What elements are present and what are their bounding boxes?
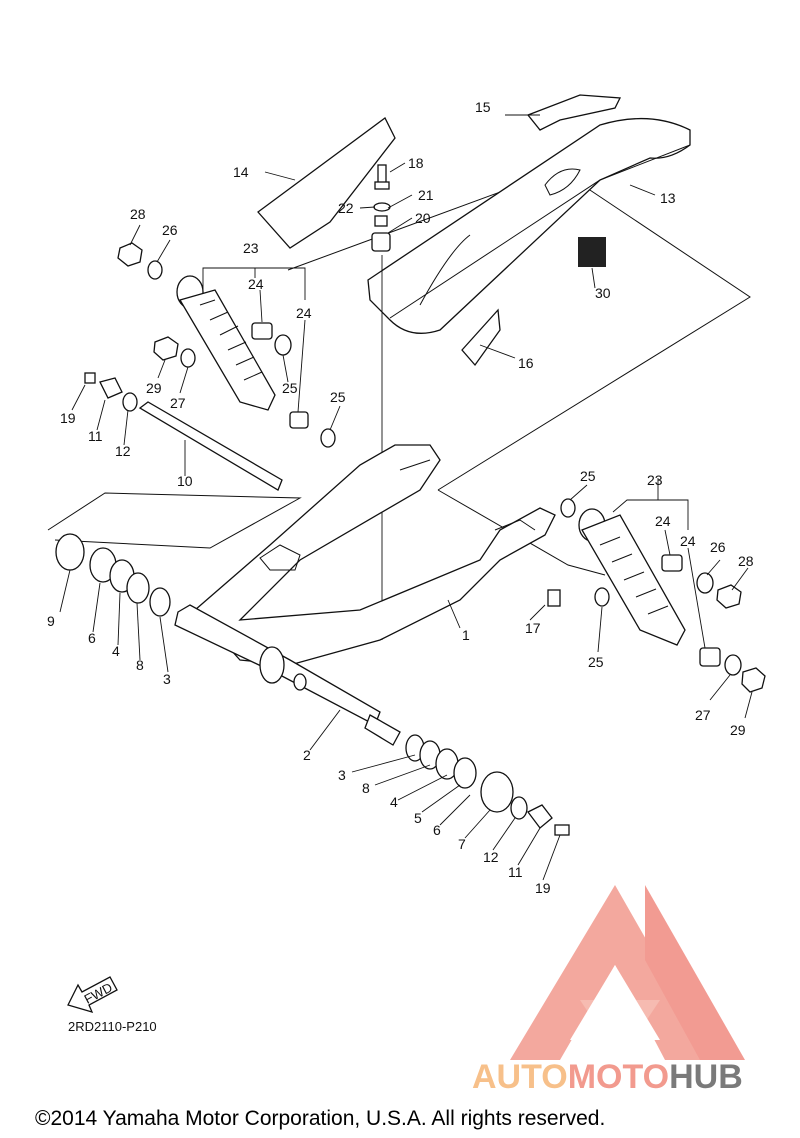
label-part-23: 23: [647, 472, 663, 488]
part-labels: 1 2 3 3 4 4 5 6 6 7 8 8 9 10 11 11 12 12…: [47, 99, 754, 896]
copyright-text: ©2014 Yamaha Motor Corporation, U.S.A. A…: [35, 1107, 605, 1130]
label-part-2: 2: [303, 747, 311, 763]
label-part-22: 22: [338, 200, 354, 216]
label-part-18: 18: [408, 155, 424, 171]
fwd-label: FWD: [82, 980, 115, 1007]
bolt-assembly-top: [371, 164, 391, 640]
label-part-12: 12: [115, 443, 131, 459]
label-part-4: 4: [390, 794, 398, 810]
watermark-text: AUTOMOTOHUB: [472, 1058, 743, 1096]
swingarm: [194, 444, 556, 666]
label-part-26: 26: [162, 222, 178, 238]
label-part-24: 24: [248, 276, 264, 292]
right-shock: [547, 498, 766, 693]
label-part-6: 6: [433, 822, 441, 838]
left-shaft-assembly: [84, 372, 283, 491]
pivot-shaft: [174, 604, 401, 746]
label-part-17: 17: [525, 620, 541, 636]
warning-label: [578, 237, 606, 267]
label-part-11: 11: [508, 864, 523, 880]
label-part-28: 28: [738, 553, 754, 569]
label-part-11: 11: [88, 428, 103, 444]
label-part-25: 25: [330, 389, 346, 405]
label-part-3: 3: [338, 767, 346, 783]
label-part-6: 6: [88, 630, 96, 646]
watermark-logo: [510, 885, 745, 1060]
left-shock-hardware: [117, 242, 196, 368]
label-part-3: 3: [163, 671, 171, 687]
label-part-25: 25: [588, 654, 604, 670]
label-part-16: 16: [518, 355, 534, 371]
label-part-8: 8: [136, 657, 144, 673]
right-bearing-stack: [405, 734, 570, 836]
cover-piece: [526, 94, 622, 131]
chain-case: [367, 117, 691, 334]
label-part-26: 26: [710, 539, 726, 555]
label-part-25: 25: [580, 468, 596, 484]
watermark-text-moto: MOTO: [568, 1058, 669, 1096]
chain-guard: [257, 117, 396, 249]
left-shock: [176, 275, 336, 448]
left-bearing-stack: [55, 533, 171, 617]
label-part-29: 29: [146, 380, 162, 396]
fwd-arrow-icon: FWD: [67, 976, 118, 1014]
label-part-8: 8: [362, 780, 370, 796]
label-part-23: 23: [243, 240, 259, 256]
label-part-19: 19: [535, 880, 551, 896]
label-part-24: 24: [655, 513, 671, 529]
label-part-14: 14: [233, 164, 249, 180]
diagram-code: 2RD2110-P210: [68, 1019, 157, 1034]
label-part-5: 5: [414, 810, 422, 826]
label-part-19: 19: [60, 410, 76, 426]
label-part-9: 9: [47, 613, 55, 629]
label-part-20: 20: [415, 210, 431, 226]
watermark-text-auto: AUTO: [472, 1058, 568, 1096]
label-part-25: 25: [282, 380, 298, 396]
label-part-10: 10: [177, 473, 193, 489]
label-part-15: 15: [475, 99, 491, 115]
label-part-12: 12: [483, 849, 499, 865]
label-part-29: 29: [730, 722, 746, 738]
label-part-21: 21: [418, 187, 434, 203]
watermark-text-hub: HUB: [669, 1058, 743, 1096]
label-part-28: 28: [130, 206, 146, 222]
label-part-13: 13: [660, 190, 676, 206]
lower-guard: [461, 308, 501, 367]
reference-outlines: [47, 169, 751, 576]
label-part-4: 4: [112, 643, 120, 659]
label-part-24: 24: [296, 305, 312, 321]
label-part-7: 7: [458, 836, 466, 852]
label-part-30: 30: [595, 285, 611, 301]
label-part-1: 1: [462, 627, 470, 643]
label-part-27: 27: [170, 395, 186, 411]
leader-lines: [59, 114, 753, 881]
label-part-27: 27: [695, 707, 711, 723]
label-part-24: 24: [680, 533, 696, 549]
